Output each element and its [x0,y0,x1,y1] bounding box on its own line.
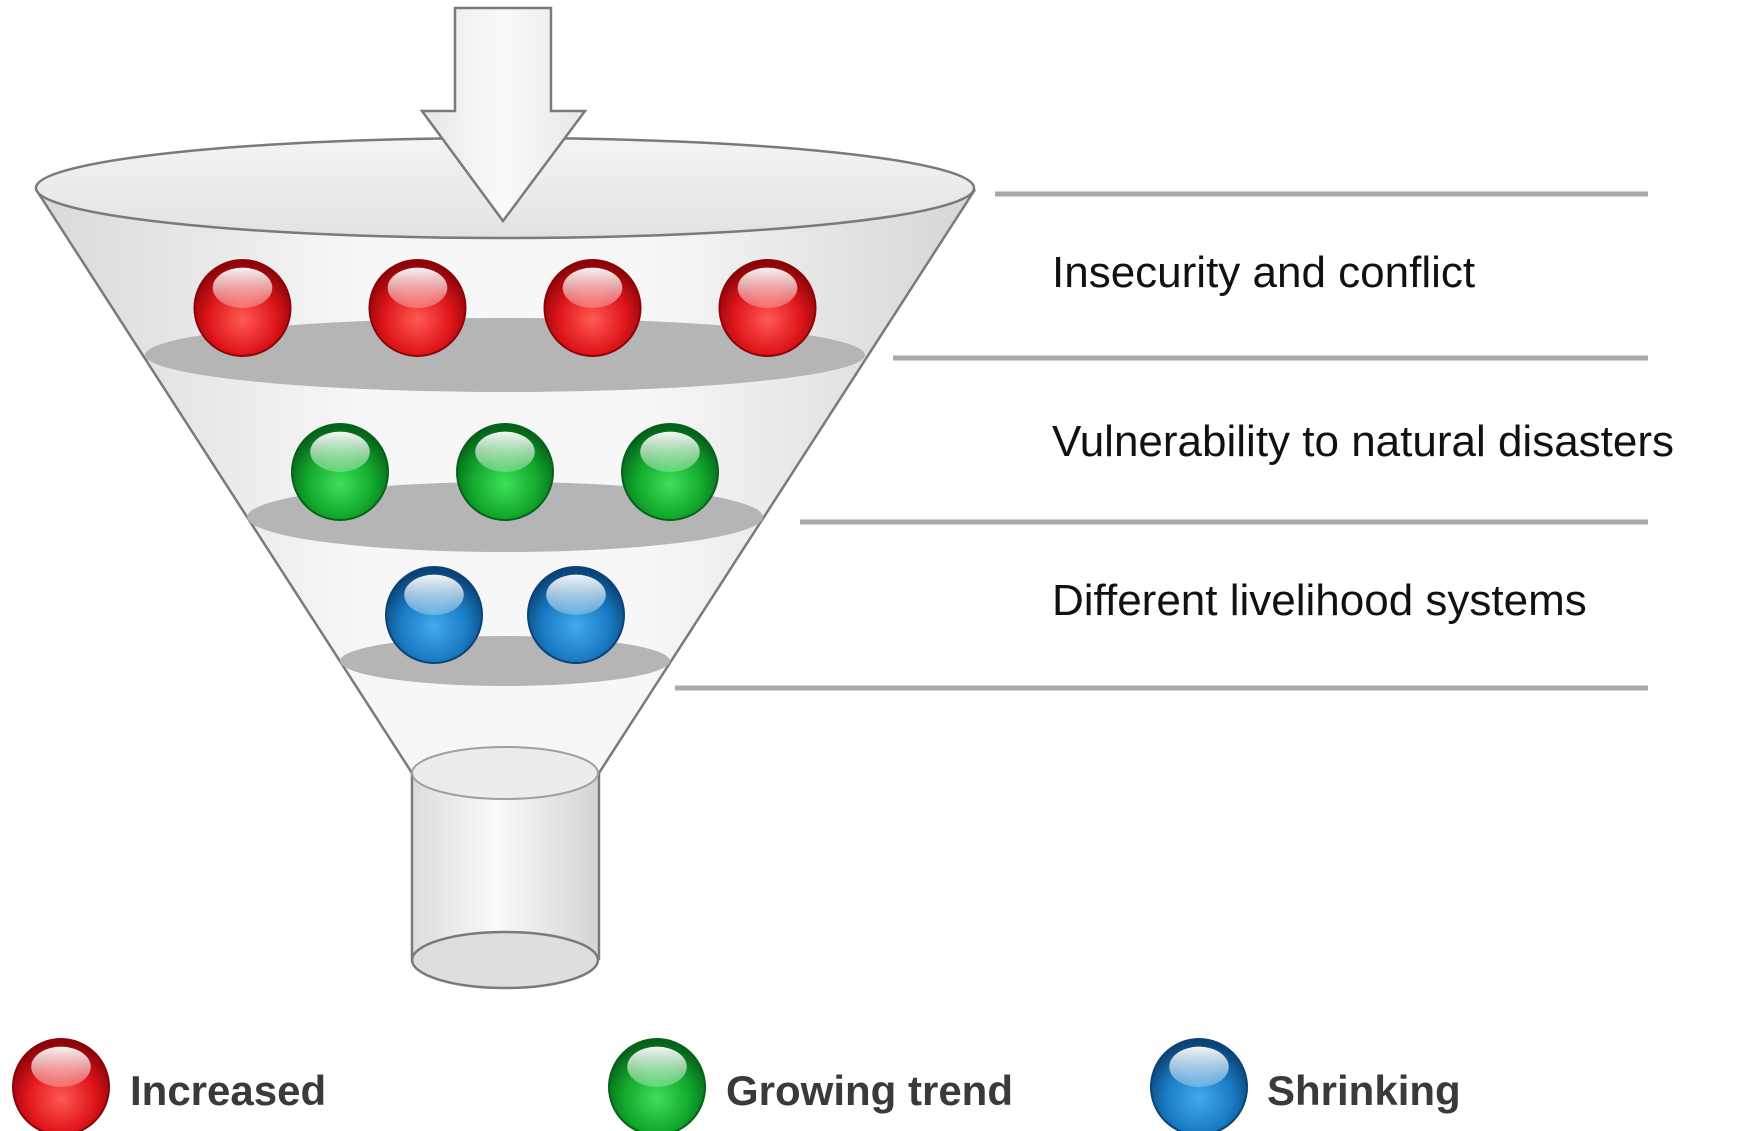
legend-label-shrinking: Shrinking [1267,1067,1461,1114]
legend-label-growing-trend: Growing trend [726,1067,1013,1114]
ball-green-3 [621,423,719,521]
layer-label-livelihood: Different livelihood systems [1052,576,1587,625]
ball-red-4 [718,259,817,357]
legend-markers [12,1038,1248,1131]
shelf-3 [340,636,670,686]
input-arrow [419,6,588,224]
ball-green-2 [456,423,554,521]
ball-blue-1 [385,566,483,664]
ball-blue-2 [527,566,625,664]
legend-marker-green [608,1038,706,1131]
shelf-1 [145,318,865,392]
ball-red-1 [193,259,292,357]
ball-red-2 [368,259,467,357]
funnel-spout [410,771,601,990]
layer-label-natural-disasters: Vulnerability to natural disasters [1052,417,1675,466]
spout-opening [411,746,599,800]
legend-marker-red [12,1038,110,1131]
legend-label-increased: Increased [130,1067,327,1114]
ball-green-1 [291,423,389,521]
layer-label-insecurity: Insecurity and conflict [1052,248,1476,297]
legend-marker-blue [1150,1038,1248,1131]
ball-red-3 [543,259,642,357]
funnel-balls [193,259,817,664]
